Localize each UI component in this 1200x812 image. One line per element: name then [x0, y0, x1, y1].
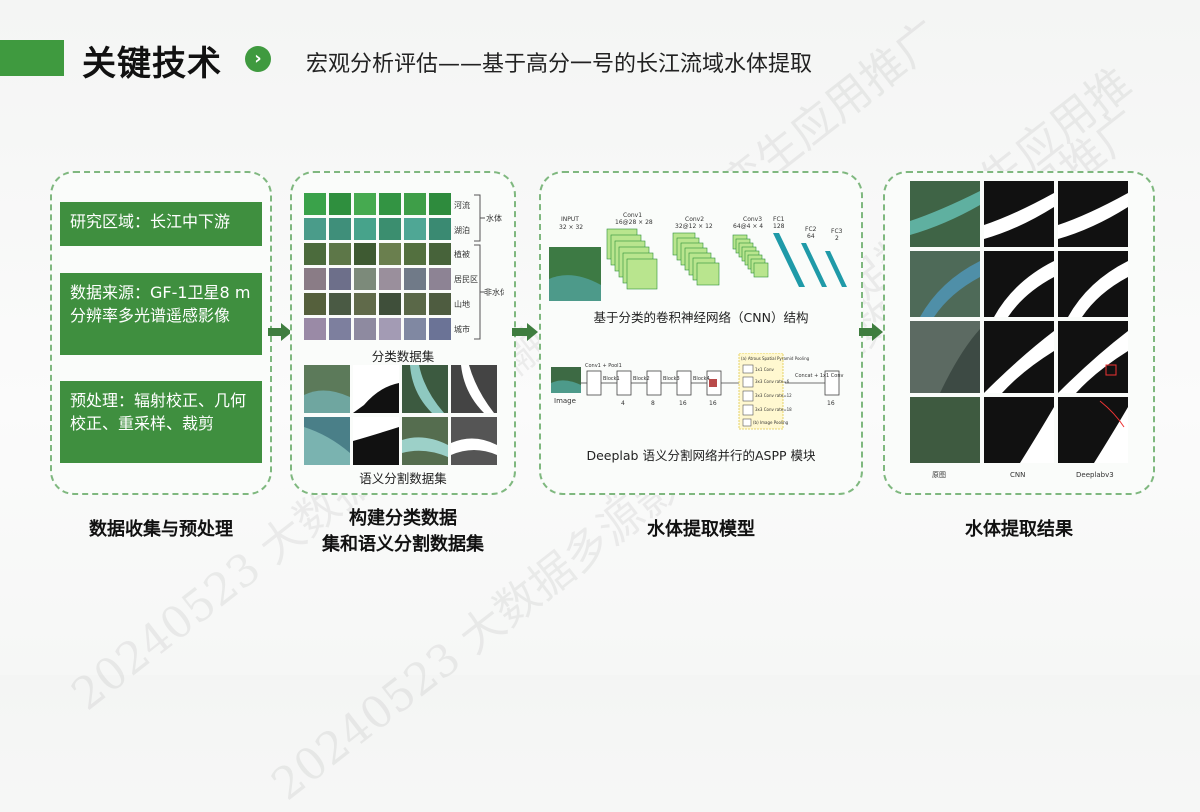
caption-results: 水体提取结果 [965, 519, 1073, 540]
classification-dataset-caption: 分类数据集 [371, 349, 435, 364]
preprocess-box: 预处理：辐射校正、几何校正、重采样、裁剪 [60, 381, 262, 463]
arrow-right-icon [268, 323, 292, 341]
label-city: 城市 [454, 324, 470, 334]
cnn-input-size: 32 × 32 [559, 224, 583, 231]
cnn-conv3-label: Conv3 [743, 216, 762, 223]
page-subtitle: 宏观分析评估——基于高分一号的长江流域水体提取 [306, 52, 813, 77]
arrow-right-icon [512, 323, 538, 341]
label-mountain: 山地 [454, 299, 470, 309]
cnn-fc3-label: FC3 [831, 228, 843, 235]
caption-datasets-line1: 构建分类数据 [349, 508, 457, 529]
chevron-right-icon: › [245, 46, 271, 72]
cnn-fc2-size: 64 [807, 233, 815, 240]
aspp-n4: 16 [709, 400, 717, 407]
extraction-results-image: 原图 CNN Deeplabv3 [910, 181, 1128, 479]
panel-results: 原图 CNN Deeplabv3 [883, 171, 1155, 495]
cnn-fc1-label: FC1 [773, 216, 785, 223]
label-vegetation: 植被 [454, 249, 470, 259]
result-col-original: 原图 [932, 471, 946, 479]
aspp-block1-label: Block1 [603, 376, 620, 382]
cnn-input-label: INPUT [561, 216, 579, 223]
cnn-architecture-diagram: INPUT 32 × 32 Conv1 16@28 × 28 Conv2 32@… [549, 212, 847, 301]
caption-datasets: 构建分类数据 集和语义分割数据集 [290, 506, 516, 558]
label-nonwater: 非水体 [484, 287, 504, 297]
aspp-branch3: 3x3 Conv rate=12 [755, 393, 792, 398]
label-water: 水体 [486, 213, 502, 223]
caption-model: 水体提取模型 [647, 519, 755, 540]
classification-dataset-image: 河流 湖泊 水体 植被 居民区 山地 城市 非水体 [304, 193, 504, 340]
arrow-right-icon [859, 323, 883, 341]
result-col-cnn: CNN [1010, 471, 1025, 479]
cnn-conv1-size: 16@28 × 28 [615, 219, 653, 226]
aspp-module-diagram: Image Conv1 + Pool1 Block1 Block2 Block3… [551, 353, 843, 430]
aspp-branch1: 1x1 Conv [755, 367, 775, 372]
aspp-block4-label: Block4 [693, 376, 710, 382]
panel-data-collection: 研究区域：长江中下游 数据来源：GF-1卫星8 m 分辨率多光谱遥感影像 预处理… [50, 171, 272, 495]
aspp-n1: 4 [621, 400, 625, 407]
label-river: 河流 [454, 200, 470, 210]
aspp-branch2: 3x3 Conv rate=6 [755, 379, 790, 384]
aspp-image-label: Image [554, 397, 576, 405]
segmentation-dataset-image [304, 365, 497, 465]
cnn-fc2-label: FC2 [805, 226, 817, 233]
label-lake: 湖泊 [454, 225, 470, 235]
result-col-deeplab: Deeplabv3 [1076, 471, 1114, 479]
panel-model: INPUT 32 × 32 Conv1 16@28 × 28 Conv2 32@… [539, 171, 863, 495]
segmentation-dataset-caption: 语义分割数据集 [359, 471, 447, 486]
cnn-fc3-size: 2 [835, 235, 839, 242]
caption-datasets-line2: 集和语义分割数据集 [322, 534, 484, 555]
cnn-conv1-label: Conv1 [623, 212, 642, 219]
aspp-n5: 16 [827, 400, 835, 407]
cnn-conv2-label: Conv2 [685, 216, 704, 223]
data-source-box: 数据来源：GF-1卫星8 m 分辨率多光谱遥感影像 [60, 273, 262, 355]
aspp-conv-pool-label: Conv1 + Pool1 [585, 363, 622, 369]
cnn-conv2-size: 32@12 × 12 [675, 223, 713, 230]
page-title: 关键技术 [82, 44, 222, 84]
cnn-caption: 基于分类的卷积神经网络（CNN）结构 [593, 310, 809, 325]
header-accent-bar [0, 40, 64, 76]
aspp-caption: Deeplab 语义分割网络并行的ASPP 模块 [586, 448, 816, 463]
label-residential: 居民区 [454, 275, 478, 284]
aspp-concat-label: Concat + 1x1 Conv [795, 373, 843, 379]
aspp-branch4: 3x3 Conv rate=18 [755, 407, 792, 412]
cnn-conv3-size: 64@4 × 4 [733, 223, 763, 230]
aspp-block2-label: Block2 [633, 376, 650, 382]
caption-data-collection: 数据收集与预处理 [89, 519, 233, 540]
aspp-n2: 8 [651, 400, 655, 407]
panel-datasets: 河流 湖泊 水体 植被 居民区 山地 城市 非水体 分类数据集 语义分割数据集 [290, 171, 516, 495]
study-area-box: 研究区域：长江中下游 [60, 202, 262, 246]
cnn-fc1-size: 128 [773, 223, 785, 230]
aspp-title: (a) Atrous Spatial Pyramid Pooling [741, 356, 810, 361]
aspp-block3-label: Block3 [663, 376, 680, 382]
aspp-n3: 16 [679, 400, 687, 407]
aspp-branch5: (b) Image Pooling [753, 420, 789, 425]
